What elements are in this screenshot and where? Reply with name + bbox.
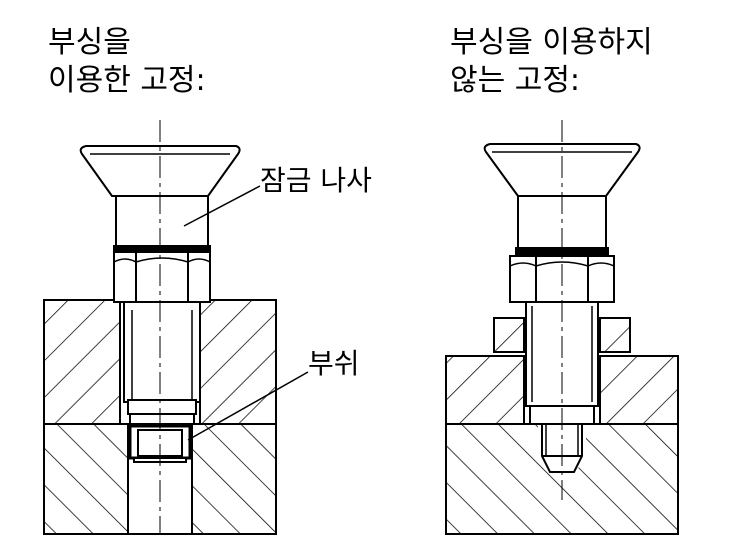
bushing-leader	[187, 371, 309, 441]
left-body	[115, 195, 209, 249]
caption-with-bushing: 부싱을 이용한 고정:	[48, 25, 206, 98]
caption-without-bushing: 부싱을 이용하지 않는 고정:	[450, 25, 653, 98]
right-assembly	[445, 120, 679, 535]
lock-screw-label: 잠금 나사	[260, 164, 372, 197]
left-shaft	[123, 301, 201, 403]
lock-screw-leader	[183, 185, 261, 227]
bushing-label: 부쉬	[308, 347, 360, 380]
left-assembly	[43, 120, 309, 535]
